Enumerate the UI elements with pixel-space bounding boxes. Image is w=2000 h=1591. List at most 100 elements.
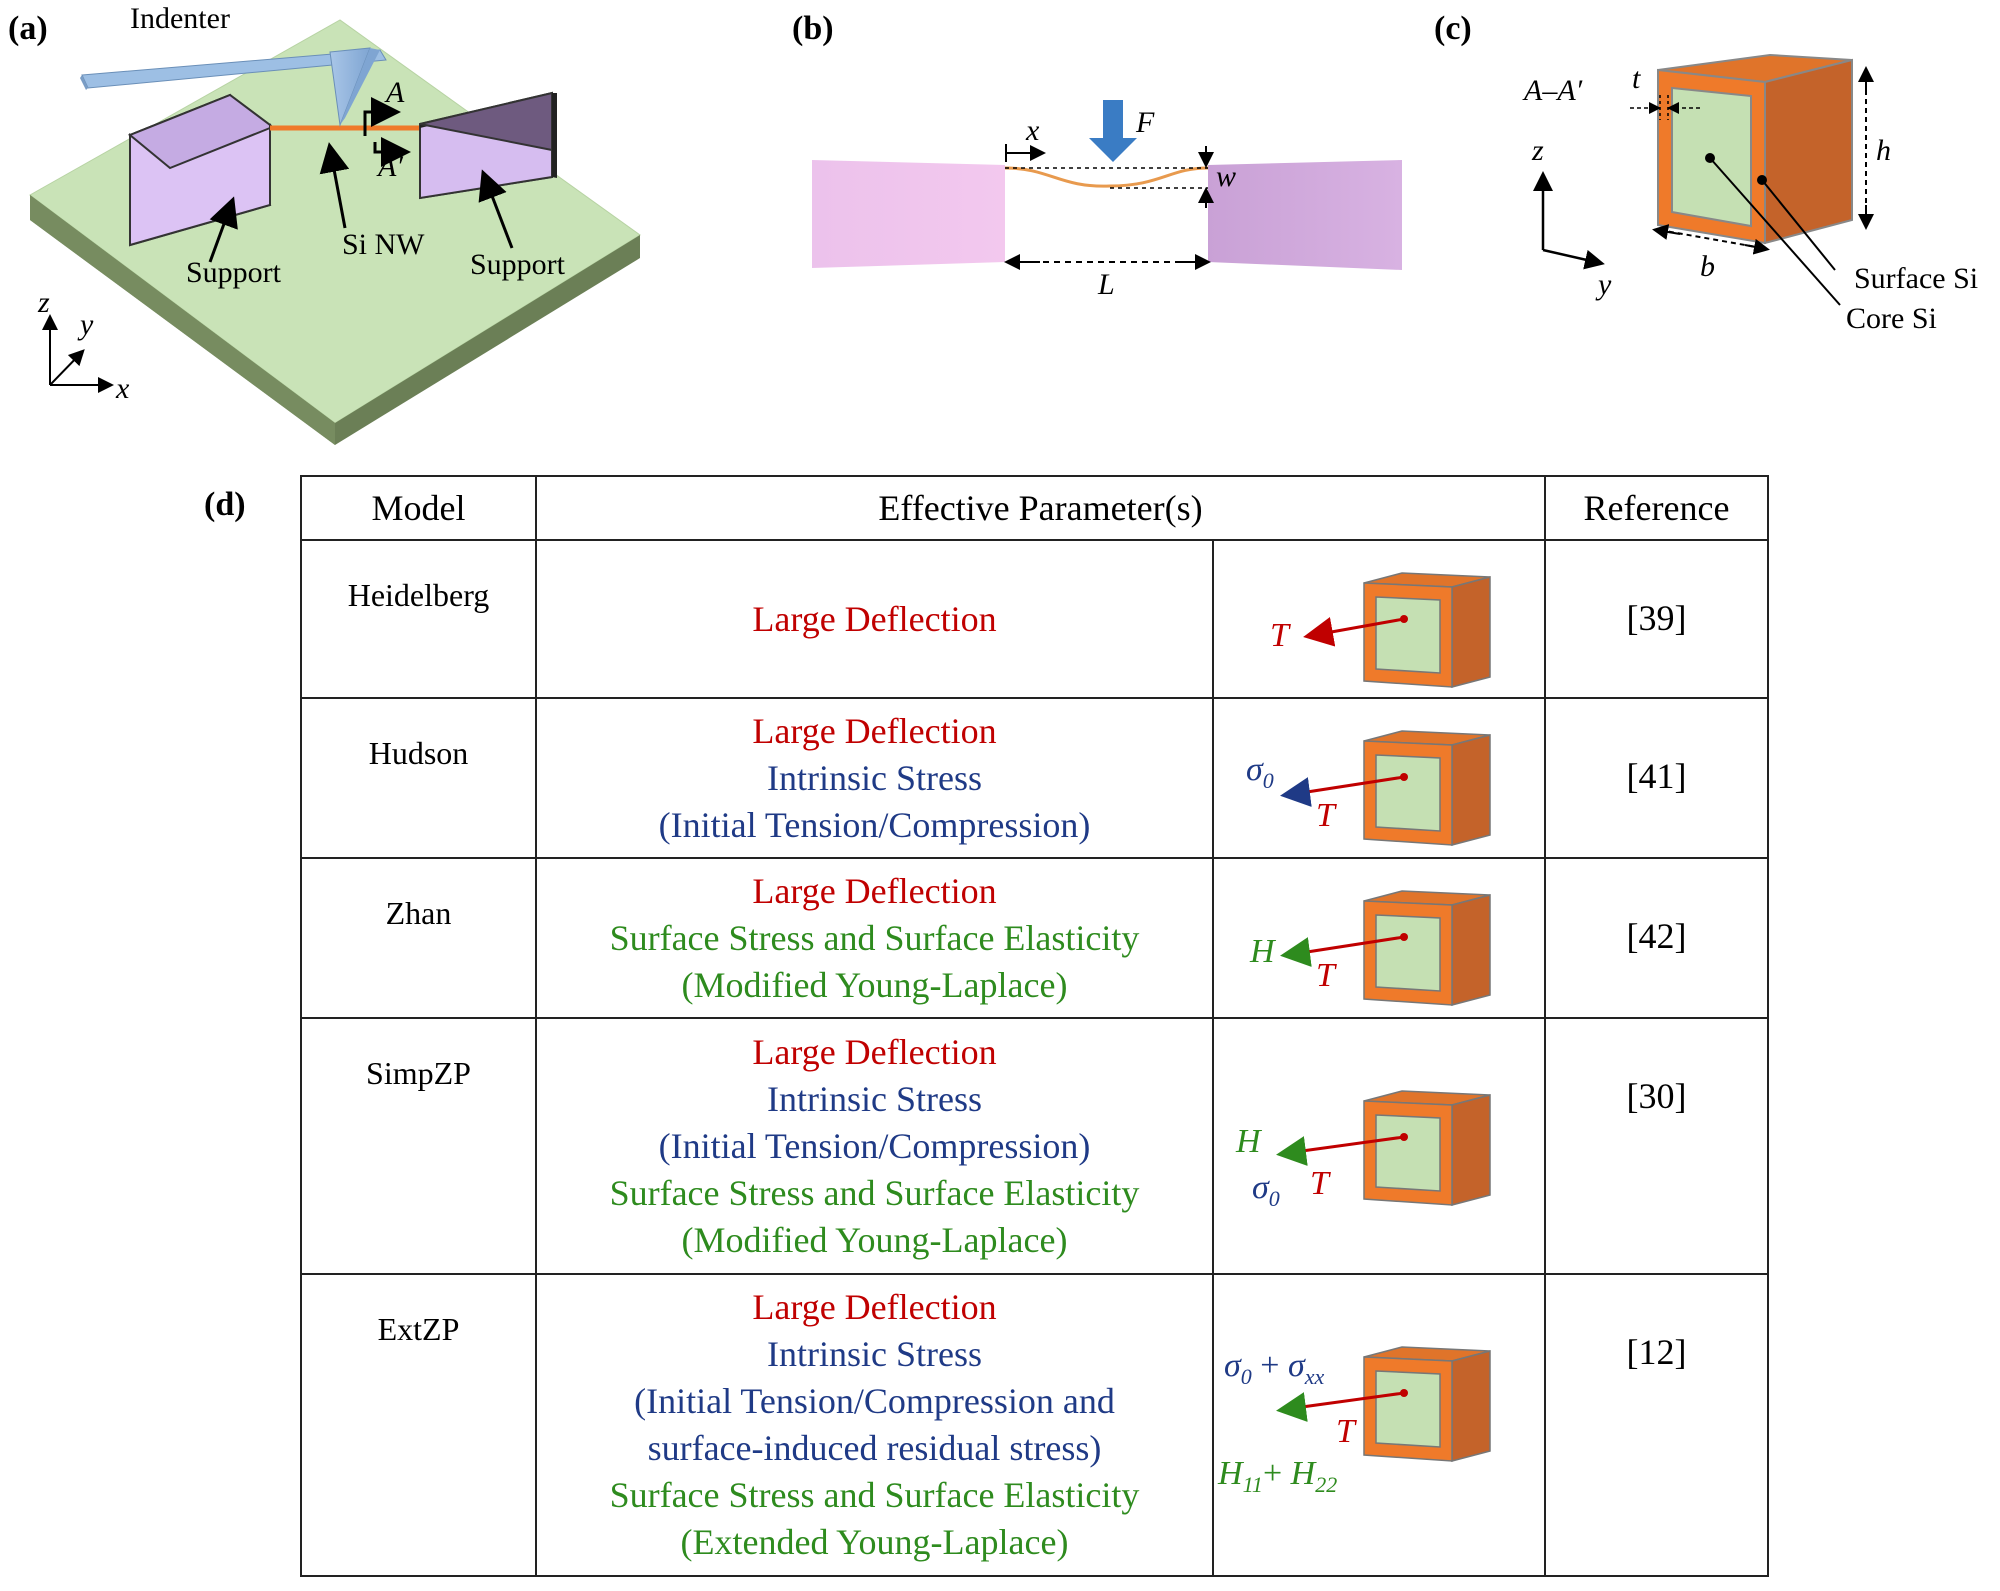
symbol-H: H (1236, 1123, 1261, 1160)
support-right-label: Support (470, 248, 566, 281)
model-figure: σ0 T (1212, 697, 1546, 859)
section-arrow-prime (373, 137, 411, 167)
param-list: Large Deflection Surface Stress and Surf… (535, 857, 1214, 1019)
symbol-T: T (1316, 797, 1335, 834)
symbol-sigma0: σ0 (1252, 1169, 1280, 1211)
table-row: Hudson Large Deflection Intrinsic Stress… (300, 697, 1769, 859)
deflected-beam (1004, 166, 1209, 188)
param-line: surface-induced residual stress) (647, 1428, 1102, 1468)
param-line: Surface Stress and Surface Elasticity (609, 1475, 1140, 1515)
cube-side (1764, 58, 1853, 245)
symbol-H-sum: H11+ H22 (1218, 1455, 1338, 1497)
param-line: (Initial Tension/Compression) (658, 804, 1091, 845)
core-si-label: Core Si (1846, 302, 1937, 335)
section-arrow (363, 97, 401, 136)
table-row: SimpZP Large Deflection Intrinsic Stress… (300, 1017, 1769, 1275)
indenter-label: Indenter (130, 2, 230, 35)
section-a-prime-label: A′ (378, 150, 403, 183)
model-name: SimpZP (300, 1017, 537, 1275)
panel-a-drawing (29, 19, 641, 445)
panel-b-label: (b) (792, 10, 834, 47)
table-row: Zhan Large Deflection Surface Stress and… (300, 857, 1769, 1019)
symbol-T: T (1270, 617, 1289, 654)
cube-figure (1276, 1090, 1491, 1206)
param-line: Intrinsic Stress (767, 1078, 982, 1119)
param-line: (Initial Tension/Compression) (658, 1125, 1091, 1166)
param-line: Large Deflection (752, 710, 997, 751)
model-figure: σ0 + σxx T H11+ H22 (1212, 1273, 1546, 1577)
reference-cell: [41] (1544, 697, 1769, 859)
param-line: Intrinsic Stress (767, 757, 982, 798)
param-line: (Modified Young-Laplace) (681, 1219, 1068, 1260)
param-line: Large Deflection (752, 1031, 997, 1072)
symbol-sigma-sum: σ0 + σxx (1224, 1347, 1325, 1389)
axis-z-label-c: z (1532, 134, 1544, 167)
nanowire-label: Si NW (342, 228, 425, 261)
model-figure: H σ0 T (1212, 1017, 1546, 1275)
model-name: Zhan (300, 857, 537, 1019)
param-line: Large Deflection (752, 870, 997, 911)
model-name: Heidelberg (300, 539, 537, 699)
panel-a-label: (a) (8, 10, 48, 47)
param-line: Large Deflection (752, 1287, 997, 1327)
axis-x-label: x (116, 372, 130, 405)
support-right-b (1208, 160, 1402, 270)
cube-figure (1280, 730, 1491, 846)
param-list: Large Deflection (535, 539, 1214, 699)
reference-cell: [12] (1544, 1273, 1769, 1577)
top-figures (29, 19, 1874, 445)
cube-figure (1303, 572, 1491, 688)
param-line: Large Deflection (752, 598, 997, 639)
param-line: (Modified Young-Laplace) (681, 964, 1068, 1005)
model-figure: H T (1212, 857, 1546, 1019)
param-list: Large Deflection Intrinsic Stress (Initi… (535, 697, 1214, 859)
thickness-label: t (1632, 62, 1641, 95)
length-label: L (1098, 268, 1115, 301)
header-reference: Reference (1544, 475, 1769, 541)
symbol-sigma0: σ0 (1246, 751, 1274, 793)
section-label: A–A′ (1524, 74, 1583, 107)
force-label: F (1136, 106, 1155, 139)
panel-b-drawing (812, 100, 1402, 270)
reference-cell: [30] (1544, 1017, 1769, 1275)
model-table: Model Effective Parameter(s) Reference H… (300, 475, 1769, 1577)
model-name: Hudson (300, 697, 537, 859)
param-list: Large Deflection Intrinsic Stress (Initi… (535, 1273, 1214, 1577)
reference-cell: [39] (1544, 539, 1769, 699)
table-row: Heidelberg Large Deflection T [39] (300, 539, 1769, 699)
table-header-row: Model Effective Parameter(s) Reference (300, 475, 1769, 541)
param-line: (Initial Tension/Compression and (634, 1381, 1115, 1421)
header-model: Model (300, 475, 537, 541)
support-right (419, 91, 557, 200)
param-line: Intrinsic Stress (767, 1334, 982, 1374)
indenter-tip (80, 47, 387, 127)
substrate-front (335, 235, 640, 445)
support-left-b (812, 160, 1005, 268)
symbol-H: H (1250, 933, 1275, 970)
table-row: ExtZP Large Deflection Intrinsic Stress … (300, 1273, 1769, 1577)
axis-y-label-c: y (1598, 268, 1612, 301)
model-name: ExtZP (300, 1273, 537, 1577)
param-list: Large Deflection Intrinsic Stress (Initi… (535, 1017, 1214, 1275)
panel-d-label: (d) (204, 486, 246, 523)
x-label: x (1026, 114, 1040, 147)
surface-si-label: Surface Si (1854, 262, 1979, 295)
cube-figure (1276, 1346, 1491, 1462)
reference-cell: [42] (1544, 857, 1769, 1019)
symbol-T: T (1336, 1413, 1355, 1450)
symbol-T: T (1316, 957, 1335, 994)
panel-c-label: (c) (1434, 10, 1472, 47)
param-line: (Extended Young-Laplace) (680, 1522, 1069, 1562)
symbol-T: T (1310, 1165, 1329, 1202)
param-line: Surface Stress and Surface Elasticity (609, 917, 1140, 958)
header-params: Effective Parameter(s) (535, 475, 1546, 541)
support-left-label: Support (186, 256, 282, 289)
section-a-label: A (386, 76, 405, 109)
width-label: b (1700, 250, 1715, 283)
axis-y-label: y (80, 308, 94, 341)
panel-c-drawing (1533, 53, 1874, 306)
model-figure: T (1212, 539, 1546, 699)
force-arrow (1089, 100, 1137, 162)
deflection-label: w (1216, 160, 1237, 193)
axis-z-label: z (38, 286, 50, 319)
